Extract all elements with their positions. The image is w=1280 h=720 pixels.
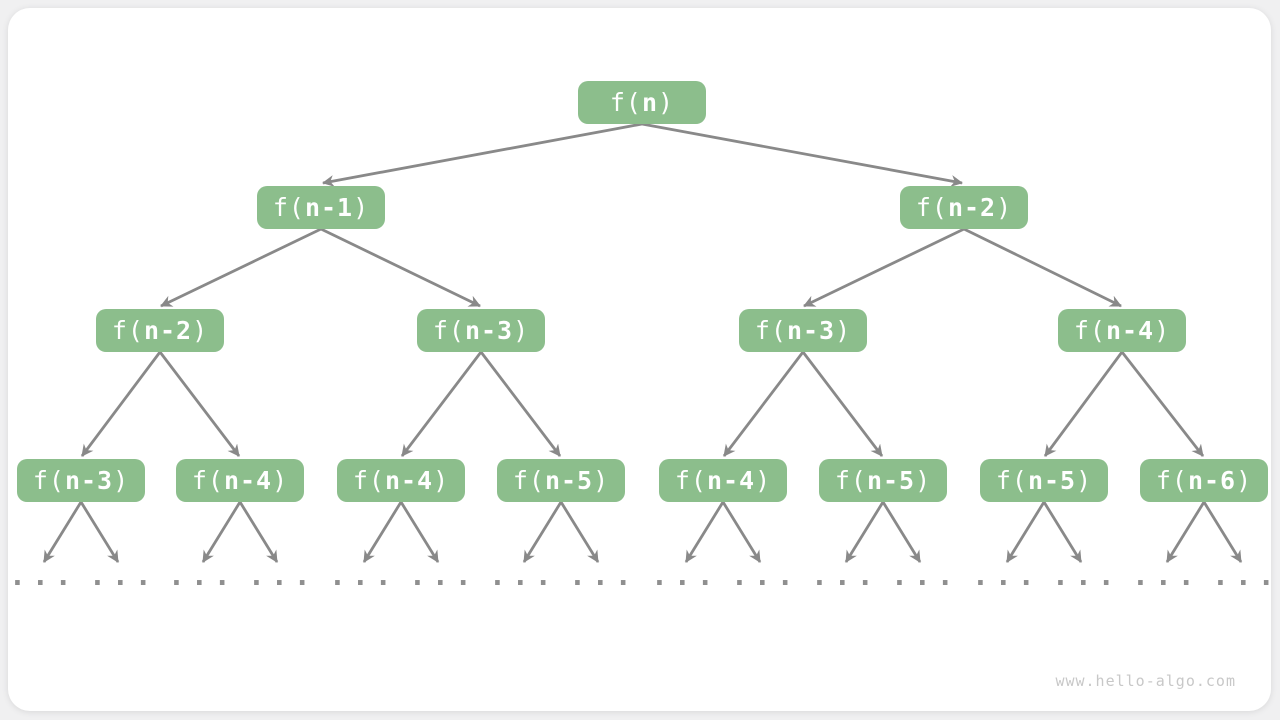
tree-node: f(n-3) — [417, 309, 545, 352]
edge — [80, 351, 162, 457]
edge — [79, 501, 120, 563]
edge — [479, 351, 562, 457]
node-label: f( — [352, 466, 385, 495]
edge — [158, 351, 241, 457]
leaf-ellipsis: ... — [569, 559, 638, 592]
edge — [320, 227, 481, 308]
edge — [1042, 501, 1083, 563]
tree-node: f(n-4) — [176, 459, 304, 502]
leaf-ellipsis: ... — [651, 559, 720, 592]
leaf-ellipsis: ... — [811, 559, 880, 592]
node-label: f( — [32, 466, 65, 495]
tree-node: f(n-4) — [659, 459, 787, 502]
tree-node: f(n-2) — [96, 309, 224, 352]
leaf-ellipsis: ... — [89, 559, 158, 592]
leaf-ellipsis: ... — [1212, 559, 1280, 592]
node-label: f( — [674, 466, 707, 495]
tree-node: f(n-2) — [900, 186, 1028, 229]
edge — [1043, 351, 1124, 457]
leaf-ellipsis: ... — [731, 559, 800, 592]
tree-node: f(n-5) — [819, 459, 947, 502]
edge — [721, 501, 762, 563]
edge — [1005, 501, 1046, 563]
node-label: f( — [111, 316, 144, 345]
edge — [1202, 501, 1243, 563]
edge — [400, 351, 483, 457]
edge — [722, 351, 805, 457]
leaf-ellipsis: ... — [329, 559, 398, 592]
edge — [559, 501, 600, 563]
node-label: f( — [1073, 316, 1106, 345]
watermark: www.hello-algo.com — [1055, 672, 1236, 690]
tree-node: f(n-3) — [17, 459, 145, 502]
leaf-ellipsis: ... — [9, 559, 78, 592]
tree-node: f(n-6) — [1140, 459, 1268, 502]
leaf-ellipsis: ... — [248, 559, 317, 592]
leaf-ellipsis: ... — [1132, 559, 1201, 592]
edge — [522, 501, 563, 563]
edge — [641, 122, 963, 187]
tree-node: f(n-5) — [497, 459, 625, 502]
node-label: f( — [432, 316, 465, 345]
edge — [238, 501, 279, 563]
tree-node: f(n-5) — [980, 459, 1108, 502]
tree-node: f(n-1) — [257, 186, 385, 229]
node-label: f( — [834, 466, 867, 495]
edge — [362, 501, 403, 563]
leaf-ellipsis: ... — [891, 559, 960, 592]
edge — [160, 227, 322, 308]
edge — [801, 351, 884, 457]
node-label: f( — [512, 466, 545, 495]
leaf-ellipsis: ... — [1052, 559, 1121, 592]
edge — [844, 501, 885, 563]
edge — [963, 227, 1122, 308]
edge — [803, 227, 965, 308]
tree-node-root: f(n) — [578, 81, 706, 124]
tree-node: f(n-4) — [337, 459, 465, 502]
edge — [322, 122, 643, 187]
leaf-ellipsis: ... — [168, 559, 237, 592]
node-label: f( — [1155, 466, 1188, 495]
edge — [881, 501, 922, 563]
tree-node: f(n-3) — [739, 309, 867, 352]
node-label: f( — [191, 466, 224, 495]
node-label: f( — [754, 316, 787, 345]
node-label: f( — [609, 88, 642, 117]
node-label: f( — [272, 193, 305, 222]
leaf-ellipsis: ... — [972, 559, 1041, 592]
edge — [42, 501, 83, 563]
tree-node: f(n-4) — [1058, 309, 1186, 352]
node-label: f( — [915, 193, 948, 222]
edge — [1120, 351, 1205, 457]
leaf-ellipsis: ... — [489, 559, 558, 592]
edge — [399, 501, 440, 563]
leaf-ellipsis: ... — [409, 559, 478, 592]
node-label: f( — [995, 466, 1028, 495]
edge — [1165, 501, 1206, 563]
edge — [201, 501, 242, 563]
edge — [684, 501, 725, 563]
